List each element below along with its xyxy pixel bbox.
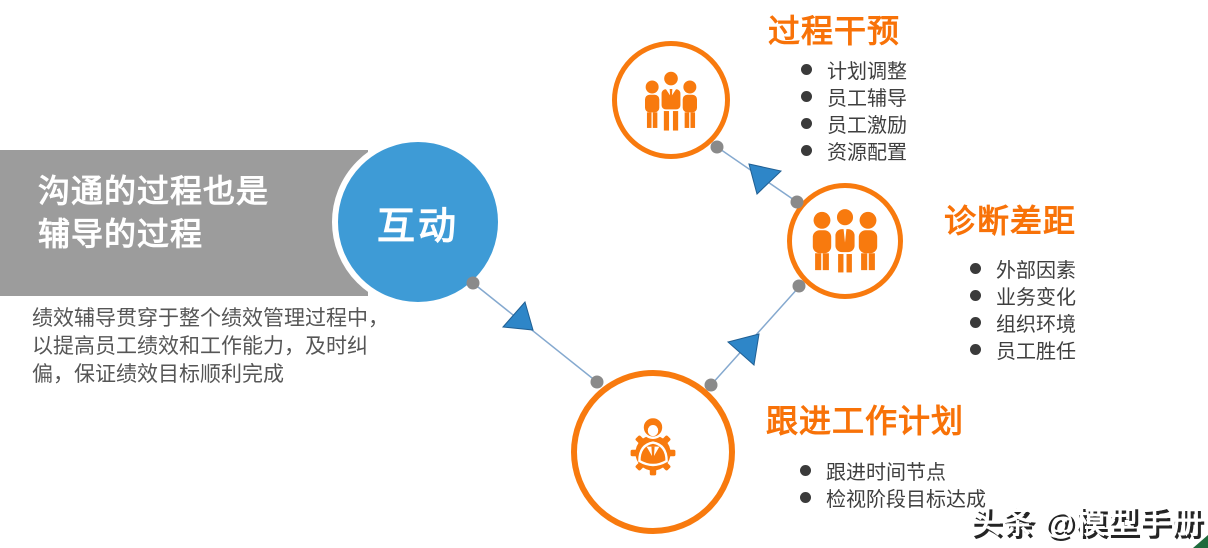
intro-paragraph: 绩效辅导贯穿于整个绩效管理过程中， 以提高员工绩效和工作能力，及时纠 偏，保证绩… — [32, 305, 389, 389]
connector-dot — [710, 140, 724, 154]
list-item-label: 检视阶段目标达成 — [826, 489, 986, 511]
list-item-label: 外部因素 — [996, 260, 1076, 282]
bullet-icon — [970, 290, 981, 301]
bullet-icon — [801, 145, 812, 156]
bullet-icon — [970, 344, 981, 355]
connector-line-followup-to-diagnose — [710, 286, 800, 386]
watermark-label: 头条 @模型手册 — [970, 505, 1203, 540]
list-item: 员工激励 — [801, 110, 907, 137]
intro-line2: 以提高员工绩效和工作能力，及时纠 — [32, 335, 368, 358]
list-item: 检视阶段目标达成 — [800, 484, 986, 511]
manager-gear-icon — [630, 415, 676, 476]
list-item-label: 员工激励 — [827, 115, 907, 137]
hub-label: 互动 — [376, 202, 459, 248]
team-standing-icon — [645, 69, 697, 132]
node-circle-process-intervention — [612, 41, 730, 159]
list-item-label: 跟进时间节点 — [826, 462, 946, 484]
node-circle-follow-up-plan — [571, 370, 735, 534]
list-diagnose-gap: 外部因素 业务变化 组织环境 员工胜任 — [970, 255, 1076, 363]
list-item-label: 组织环境 — [996, 314, 1076, 336]
list-item-label: 计划调整 — [827, 61, 907, 83]
arrow-icon-hub-to-followup — [501, 300, 534, 331]
list-item-label: 员工胜任 — [996, 341, 1076, 363]
connector-line-hub-to-followup — [472, 282, 598, 383]
bullet-icon — [801, 91, 812, 102]
bullet-icon — [801, 64, 812, 75]
list-item-label: 员工辅导 — [827, 88, 907, 110]
list-follow-up-plan: 跟进时间节点 检视阶段目标达成 — [800, 457, 986, 511]
hub-circle-interaction: 互动 — [332, 136, 504, 308]
arrow-icon-process-to-diagnose — [748, 163, 783, 195]
intro-line3: 偏，保证绩效目标顺利完成 — [32, 363, 284, 386]
heading-follow-up-plan: 跟进工作计划 — [766, 402, 965, 440]
list-item: 业务变化 — [970, 282, 1076, 309]
corner-triangle-decoration — [1193, 535, 1208, 548]
list-item: 资源配置 — [801, 137, 907, 164]
page-title-line1: 沟通的过程也是 — [38, 173, 270, 209]
team-group-icon — [812, 206, 878, 274]
list-item: 外部因素 — [970, 255, 1076, 282]
list-item: 计划调整 — [801, 56, 907, 83]
title-banner: 沟通的过程也是 辅导的过程 — [0, 150, 368, 296]
page-title: 沟通的过程也是 辅导的过程 — [38, 170, 269, 256]
connector-line-process-to-diagnose — [716, 146, 798, 203]
bullet-icon — [800, 492, 811, 503]
heading-diagnose-gap: 诊断差距 — [944, 202, 1077, 240]
intro-line1: 绩效辅导贯穿于整个绩效管理过程中， — [32, 307, 389, 330]
node-circle-diagnose-gap — [787, 183, 903, 299]
list-item: 员工辅导 — [801, 83, 907, 110]
list-item-label: 业务变化 — [996, 287, 1076, 309]
arrow-icon-followup-to-diagnose — [726, 333, 760, 366]
list-item-label: 资源配置 — [827, 142, 907, 164]
list-item: 跟进时间节点 — [800, 457, 986, 484]
page-title-line2: 辅导的过程 — [38, 216, 204, 252]
list-item: 组织环境 — [970, 309, 1076, 336]
bullet-icon — [970, 317, 981, 328]
bullet-icon — [801, 118, 812, 129]
heading-process-intervention: 过程干预 — [768, 12, 901, 50]
bullet-icon — [800, 465, 811, 476]
list-item: 员工胜任 — [970, 336, 1076, 363]
list-process-intervention: 计划调整 员工辅导 员工激励 资源配置 — [801, 56, 907, 164]
bullet-icon — [970, 263, 981, 274]
